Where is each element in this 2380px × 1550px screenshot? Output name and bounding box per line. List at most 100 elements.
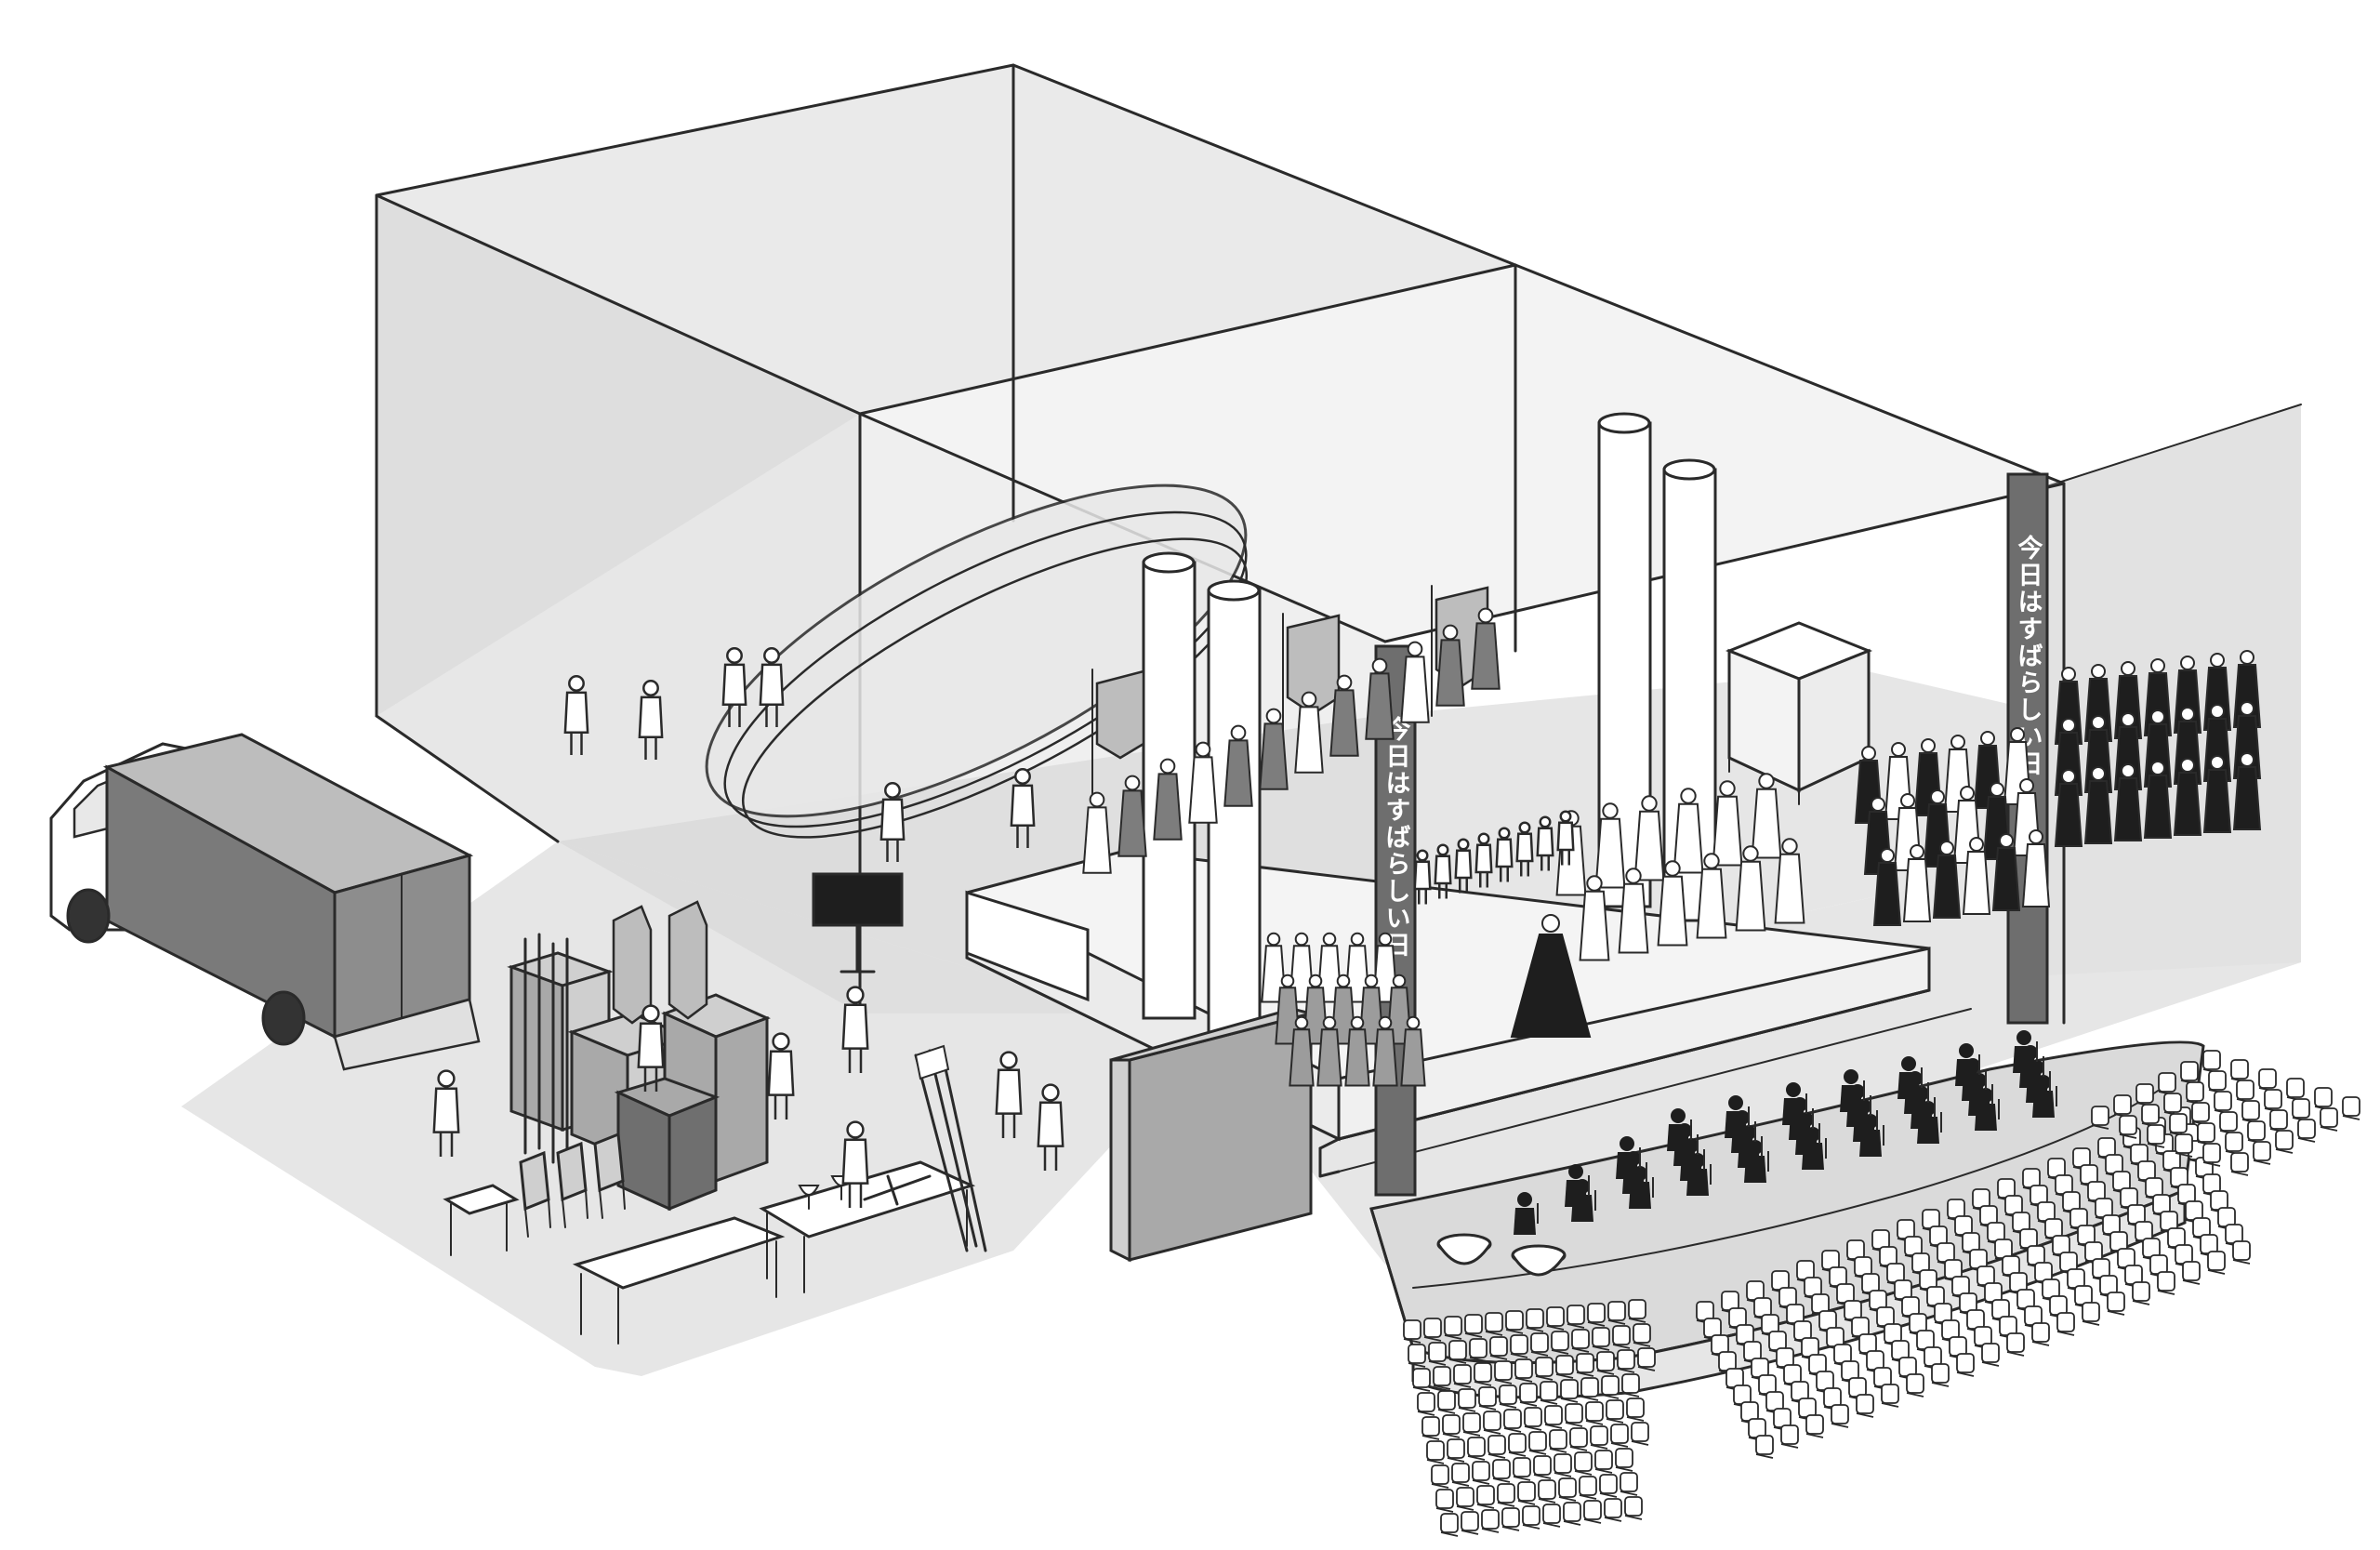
musician-icon xyxy=(1725,1095,1750,1138)
child-chorister xyxy=(1495,827,1514,882)
cross-prop-icon xyxy=(863,1174,932,1206)
audience-seat-icon xyxy=(1574,1451,1593,1476)
clergy-figure xyxy=(1471,607,1501,690)
crew-member xyxy=(995,1051,1023,1138)
audience-seat-icon xyxy=(1633,1323,1651,1347)
audience-seat-icon xyxy=(1610,1424,1629,1448)
audience-seat-icon xyxy=(1462,1412,1481,1437)
audience-seat-icon xyxy=(2175,1133,2193,1158)
chorister-figure xyxy=(2113,763,2143,841)
audience-seat-icon xyxy=(2275,1130,2294,1154)
musician-icon xyxy=(1514,1192,1539,1235)
chorister-figure xyxy=(2232,752,2262,830)
chorister-figure xyxy=(2143,761,2173,839)
audience-seat-icon xyxy=(1483,1411,1501,1435)
audience-seat-icon xyxy=(1576,1353,1594,1377)
audience-seat-icon xyxy=(1587,1303,1606,1327)
chorister-figure xyxy=(1774,838,1805,924)
audience-seat-icon xyxy=(1440,1513,1459,1537)
audience-seat-icon xyxy=(1530,1332,1549,1357)
audience-seat-icon xyxy=(1624,1496,1643,1520)
chorister-figure xyxy=(1579,875,1610,961)
clergy-figure xyxy=(1223,724,1253,807)
audience-seat-icon xyxy=(1542,1504,1561,1528)
audience-seat-icon xyxy=(1931,1363,1950,1387)
audience-seat-icon xyxy=(1805,1414,1824,1438)
audience-seat-icon xyxy=(2202,1143,2221,1167)
audience-seat-icon xyxy=(1489,1336,1508,1360)
audience-seat-icon xyxy=(1544,1405,1563,1429)
audience-seat-icon xyxy=(1492,1459,1511,1483)
audience-seat-icon xyxy=(1599,1474,1618,1498)
audience-seat-icon xyxy=(1447,1438,1465,1463)
audience-seat-icon xyxy=(2207,1251,2226,1275)
crew-member xyxy=(841,1120,869,1208)
audience-seat-icon xyxy=(2297,1119,2316,1143)
clergy-figure xyxy=(1329,674,1359,757)
flying-disc-set xyxy=(705,484,1249,839)
audience-seat-icon xyxy=(1549,1429,1567,1453)
audience-seat-icon xyxy=(2169,1113,2188,1137)
crowd-figure xyxy=(1372,1015,1398,1087)
audience-seat-icon xyxy=(1497,1483,1515,1507)
audience-seat-icon xyxy=(2241,1100,2260,1124)
chorister-figure xyxy=(1696,853,1727,939)
audience-seat-icon xyxy=(2056,1312,2075,1336)
audience-seat-icon xyxy=(1451,1463,1470,1487)
audience-seat-icon xyxy=(1580,1377,1599,1401)
clergy-figure xyxy=(1153,758,1183,841)
chair-icon xyxy=(519,1150,551,1238)
audience-seat-icon xyxy=(1628,1299,1646,1323)
audience-seat-icon xyxy=(1499,1384,1517,1409)
audience-seat-icon xyxy=(1444,1316,1462,1340)
audience-seat-icon xyxy=(1620,1472,1638,1496)
audience-seat-icon xyxy=(2342,1096,2360,1120)
column-icon xyxy=(1662,458,1717,922)
audience-seat-icon xyxy=(2191,1102,2210,1126)
musician-icon xyxy=(1565,1164,1590,1207)
crew-member xyxy=(759,647,785,727)
audience-seat-icon xyxy=(1522,1505,1540,1530)
audience-seat-icon xyxy=(1519,1383,1538,1407)
crowd-figure xyxy=(1400,1015,1426,1087)
crew-member xyxy=(879,782,906,862)
audience-seat-icon xyxy=(1563,1502,1581,1526)
monitor-icon xyxy=(812,872,904,974)
musician-icon xyxy=(2013,1030,2038,1073)
chorister-figure xyxy=(2054,769,2083,847)
audience-seat-icon xyxy=(2091,1106,2109,1130)
chorister-figure xyxy=(1735,845,1766,932)
audience-seat-icon xyxy=(1461,1511,1479,1535)
audience-seat-icon xyxy=(1911,1252,1930,1277)
crew-member xyxy=(721,647,747,727)
audience-seat-icon xyxy=(1538,1479,1556,1504)
chorister-figure xyxy=(1902,844,1932,922)
musicians-layer xyxy=(1514,1030,2057,1235)
clergy-figure xyxy=(1365,657,1395,740)
audience-seat-icon xyxy=(2232,1240,2251,1265)
chorister-figure xyxy=(1991,833,2021,911)
audience-seat-icon xyxy=(1448,1340,1467,1364)
audience-seat-icon xyxy=(1831,1404,1849,1428)
audience-seat-icon xyxy=(1583,1500,1602,1524)
chair-icon xyxy=(593,1132,626,1219)
audience-seat-icon xyxy=(2158,1072,2176,1096)
audience-seat-icon xyxy=(1503,1409,1522,1433)
audience-seat-icon xyxy=(1906,1373,1924,1398)
audience-seat-icon xyxy=(1607,1301,1626,1325)
clergy-figure xyxy=(1294,691,1324,774)
audience-seat-icon xyxy=(1514,1358,1533,1383)
audience-seat-icon xyxy=(1533,1455,1552,1479)
audience-seat-icon xyxy=(1513,1457,1531,1481)
audience-seat-icon xyxy=(2135,1083,2154,1107)
audience-seat-icon xyxy=(1526,1308,1544,1332)
audience-seat-icon xyxy=(1558,1477,1577,1502)
child-chorister xyxy=(1474,832,1493,888)
audience-seat-icon xyxy=(2069,1208,2088,1232)
audience-seat-icon xyxy=(1458,1388,1476,1412)
truck-icon xyxy=(49,733,481,1071)
audience-seat-icon xyxy=(2225,1132,2243,1156)
audience-seat-icon xyxy=(1555,1355,1574,1379)
child-chorister xyxy=(1536,815,1554,871)
